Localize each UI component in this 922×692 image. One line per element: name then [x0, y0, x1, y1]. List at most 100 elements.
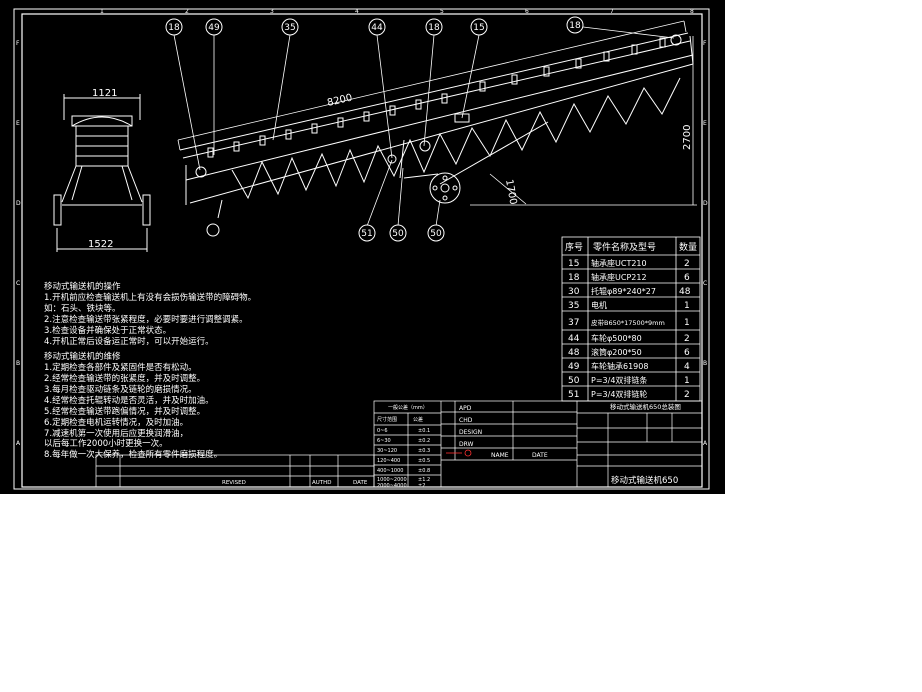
- notes-line: 2.经常检查输送带的张紧度，并及时调整。: [44, 373, 205, 384]
- border-numbers: 1 2 3 4 5 6 7 8: [100, 8, 694, 15]
- table-cell: 1: [684, 318, 690, 328]
- notes-line: 3.每月检查驱动链条及链轮的磨损情况。: [44, 384, 197, 395]
- tail-pulley: [195, 166, 207, 178]
- wheel-bolt: [442, 175, 448, 181]
- tolerance-cell: 0~6: [377, 428, 388, 434]
- tail-leg: [217, 199, 223, 219]
- role-label: DESIGN: [459, 429, 482, 436]
- table-cell: 48: [679, 287, 691, 297]
- leader: [435, 199, 441, 227]
- table-cell: 18: [568, 273, 580, 283]
- tolerance-header: 尺寸范围: [377, 416, 397, 423]
- leader: [423, 34, 435, 147]
- dim-height: 2700: [682, 125, 693, 150]
- tolerance-cell: ±0.8: [418, 468, 430, 474]
- callout-label: 18: [428, 23, 440, 33]
- tolerance-header: 公差: [413, 416, 423, 423]
- table-cell: P=3/4双排链轮: [591, 389, 647, 399]
- tolerance-cell: ±0.5: [418, 458, 430, 464]
- callout-leaders: [173, 26, 675, 227]
- border-letter: B: [16, 360, 20, 367]
- callout-circle: [566, 16, 584, 34]
- table-cell: 2: [684, 390, 690, 400]
- callout-labels: 18 49 35 44 18 15 18 51 50 50: [168, 21, 581, 239]
- drive-sprocket: [419, 140, 431, 152]
- callout-circle: [389, 224, 407, 242]
- belt-trough: [71, 116, 133, 127]
- leader: [461, 34, 480, 119]
- table-cell: 30: [568, 287, 580, 297]
- table-cell: 2: [684, 259, 690, 269]
- callout-label: 44: [371, 23, 383, 33]
- table-cell: 车轮φ500*80: [591, 333, 642, 343]
- tolerance-cell: ±0.2: [418, 438, 430, 444]
- notes-line: 8.每年做一次大保养，检查所有零件磨损程度。: [44, 449, 222, 460]
- frame-upper-chord: [185, 54, 694, 181]
- table-cell: 48: [568, 348, 580, 358]
- wheel: [429, 172, 461, 204]
- head-pulley: [670, 34, 682, 46]
- table-cell: 1: [684, 301, 690, 311]
- idler: [543, 66, 550, 77]
- leader: [272, 34, 291, 141]
- callout-label: 50: [430, 229, 442, 239]
- notes-line: 以后每工作2000小时更换一次。: [44, 438, 168, 449]
- parts-table-text: 序号 零件名称及型号 数量 15 轴承座UCT210 2 18 轴承座UCP21…: [565, 241, 697, 400]
- border-number: 6: [525, 8, 529, 15]
- callout-circles: [165, 16, 584, 242]
- dim-length-line: [177, 20, 685, 141]
- table-cell: 托辊φ89*240*27: [591, 286, 656, 296]
- border-number: 4: [355, 8, 359, 15]
- cad-drawing: 1 2 3 4 5 6 7 8 F E D C B A F E D C B A: [0, 0, 725, 494]
- callout-label: 35: [284, 23, 295, 33]
- border-letter: C: [703, 280, 707, 287]
- table-cell: 15: [568, 259, 579, 269]
- table-cell: 皮带B650*17500*9mm: [591, 318, 665, 327]
- table-cell: 滚筒φ200*50: [591, 347, 642, 357]
- border-letter: A: [703, 440, 708, 447]
- border-letters: F E D C B A F E D C B A: [16, 40, 708, 447]
- table-cell: 51: [568, 390, 579, 400]
- tolerance-cell: ±0.3: [418, 448, 430, 454]
- table-cell: 35: [568, 301, 579, 311]
- table-cell: 电机: [591, 300, 607, 310]
- tolerance-cell: 2000~4000: [377, 483, 407, 489]
- table-cell: 2: [684, 334, 690, 344]
- dim-height-lower: [489, 173, 527, 205]
- notes-line: 1.定期检查各部件及紧固件是否有松动。: [44, 362, 197, 373]
- callout-circle: [427, 224, 445, 242]
- border-letter: A: [16, 440, 21, 447]
- leader: [173, 34, 201, 171]
- table-cell: 轴承座UCP212: [591, 272, 647, 282]
- support-strut: [399, 139, 405, 179]
- belt-top: [179, 32, 689, 151]
- callout-circle: [368, 18, 386, 36]
- tolerance-table: 一般公差（mm） 尺寸范围 公差 0~6 ±0.1 6~30 ±0.2 30~1…: [377, 404, 430, 489]
- notes-usage-title: 移动式输送机的操作: [44, 281, 121, 292]
- revision-label: AUTHD: [312, 480, 332, 486]
- leader: [582, 26, 675, 39]
- tolerance-cell: 120~400: [377, 458, 400, 464]
- projection-circle: [464, 449, 472, 457]
- motor: [454, 113, 470, 123]
- truss-web: [231, 77, 681, 200]
- idler: [415, 99, 422, 110]
- notes-line: 7.减速机第一次使用后应更换润滑油，: [44, 428, 188, 439]
- parts-table: [561, 236, 701, 402]
- callout-circle: [358, 224, 376, 242]
- callout-label: 15: [473, 23, 484, 33]
- table-cell: P=3/4双排链条: [591, 375, 647, 385]
- leader: [366, 159, 393, 227]
- wheel-bolt: [432, 185, 438, 191]
- table-cell: 6: [684, 348, 690, 358]
- notes-line: 4.开机正常后设备运正常时，可以开始运行。: [44, 336, 214, 347]
- table-cell: 37: [568, 318, 579, 328]
- idler: [441, 93, 448, 104]
- wheel: [142, 194, 151, 226]
- callout-label: 50: [392, 229, 404, 239]
- table-header: 零件名称及型号: [593, 241, 656, 253]
- idler: [311, 123, 318, 134]
- border-letter: F: [703, 40, 707, 47]
- idler: [363, 111, 370, 122]
- column-label: NAME: [491, 452, 509, 459]
